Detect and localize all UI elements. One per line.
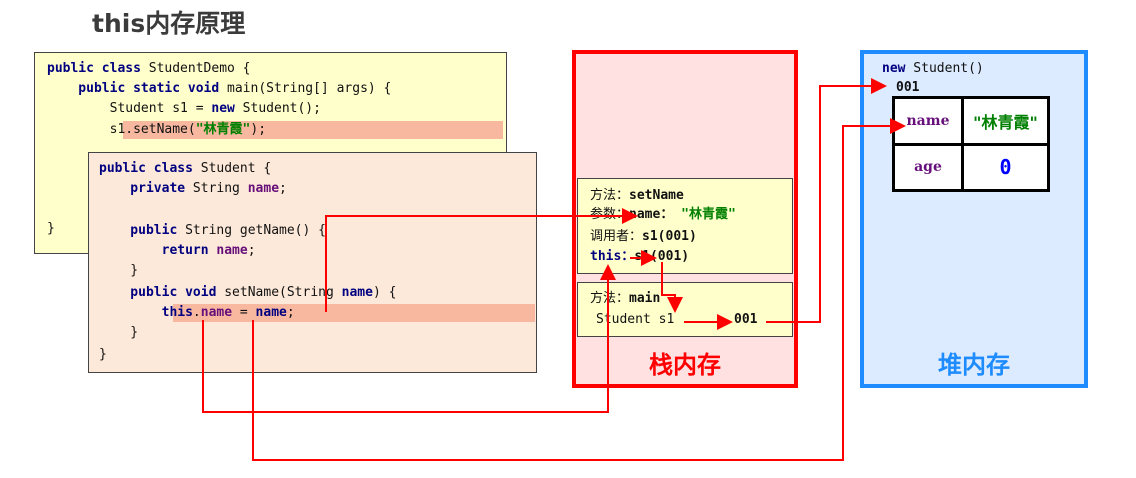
arrow-001-to-heap [766,78,887,323]
object-field-row: age 0 [892,142,1050,192]
code-line: public class StudentDemo { [47,61,251,76]
heap-object-address: 001 [896,80,920,95]
frame-variable-value: 001 [734,312,758,327]
field-name: age [892,142,964,192]
code-line: public String getName() { [99,223,326,238]
heap-new-expression: new Student() [882,61,984,76]
code-line: public void setName(String name) { [99,285,397,300]
student-object: name "林青霞" age 0 [892,96,1050,192]
highlight-this-assignment [173,304,535,322]
code-line: Student s1 = new Student(); [47,101,321,116]
code-line: } [47,221,55,236]
frame-caller: 调用者：s1(001) [590,229,697,244]
code-line: private String name; [99,181,287,196]
code-line: } [99,347,107,362]
highlight-setname-call [123,121,503,139]
frame-method: 方法：setName [590,188,684,203]
field-name: name [892,96,964,146]
code-line: this.name = name; [99,305,295,320]
arrow-name-to-field [252,118,906,461]
code-line: } [99,325,139,340]
setname-stack-frame: 方法：setName 参数：name： "林青霞" 调用者：s1(001) th… [577,178,793,274]
frame-variable: Student s1 [596,312,675,327]
code-line: } [99,263,139,278]
code-line: public class Student { [99,161,272,176]
arrow-this-from-code [202,264,616,413]
heap-memory-label: 堆内存 [938,351,1010,379]
page-title: this内存原理 [92,9,246,38]
code-line: return name; [99,243,256,258]
object-field-row: name "林青霞" [892,96,1050,146]
code-line: public static void main(String[] args) { [47,81,392,96]
field-value: "林青霞" [961,96,1050,146]
frame-param: 参数：name： "林青霞" [590,207,736,222]
arrow-this-to-s1 [661,262,683,313]
arrow-param-name [325,208,638,312]
frame-method: 方法：main [590,291,661,306]
field-value: 0 [961,142,1050,192]
code-line: s1.setName("林青霞"); [47,122,267,137]
student-class-code-box: public class Student { private String na… [88,152,537,373]
main-stack-frame: 方法：main Student s1 001 [577,282,793,337]
stack-memory-label: 栈内存 [649,351,721,379]
